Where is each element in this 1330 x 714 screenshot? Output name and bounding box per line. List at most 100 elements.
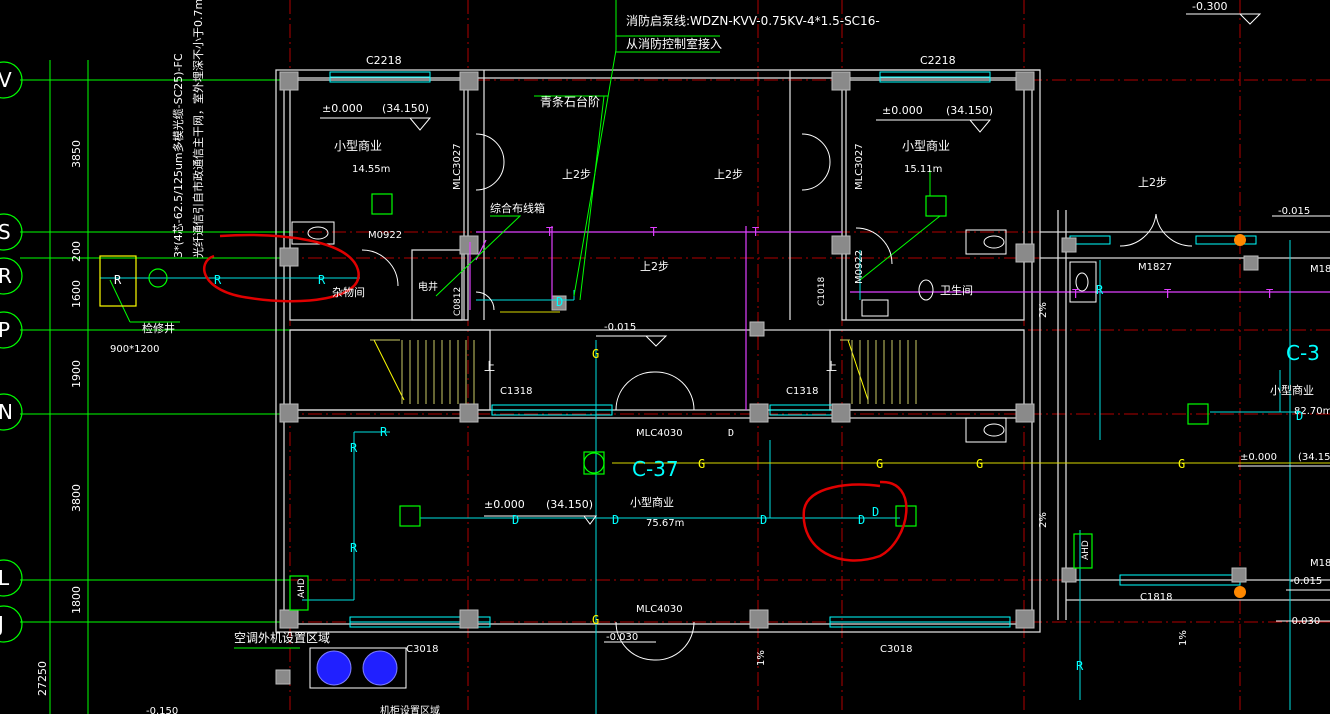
elec-well: 电井: [418, 280, 438, 293]
elev-far-right-abs: (34.15: [1298, 452, 1330, 463]
sym-g-6: G: [592, 613, 599, 627]
mlc4030-top: MLC4030: [636, 428, 683, 439]
toilet: 卫生间: [940, 283, 973, 297]
slope-d: 1%: [1178, 630, 1189, 646]
dim-3800: 3800: [70, 484, 83, 512]
area-far-right: 82.70m: [1294, 406, 1330, 417]
well-size: 900*1200: [110, 344, 160, 355]
elevation-marks: [320, 13, 1330, 643]
dim-200: 200: [70, 241, 83, 262]
sym-t-6: T: [1072, 287, 1079, 301]
c37-right: C-3: [1286, 341, 1320, 365]
columns: [275, 71, 1259, 685]
window-top-right: C2218: [920, 54, 956, 67]
sinks: [291, 221, 1097, 443]
window-top-left: C2218: [366, 54, 402, 67]
door-mlc3027-right: MLC3027: [854, 143, 865, 190]
doors: [361, 133, 1193, 661]
sym-d-6: D: [872, 505, 879, 519]
m1827: M1827: [1138, 262, 1172, 273]
elev-left-abs: (34.150): [382, 102, 429, 115]
storage-room: 杂物间: [332, 285, 365, 299]
red-markups: [203, 233, 908, 562]
device-boxes: [99, 193, 1209, 611]
sym-d-3: D: [612, 513, 619, 527]
sym-r-7: R: [1096, 283, 1104, 297]
room-shop-right: 小型商业: [902, 138, 950, 153]
orange-fixtures: [1234, 234, 1246, 598]
cable-note-1: 消防启泵线:WDZN-KVV-0.75KV-4*1.5-SC16-: [626, 13, 880, 28]
up2-d: 上2步: [1138, 176, 1167, 189]
up2-b: 上2步: [714, 168, 743, 181]
elev-neg030-b: -0.030: [1288, 616, 1320, 627]
dim-3850: 3850: [70, 140, 83, 168]
sym-d-5: D: [858, 513, 865, 527]
elev-top-right: -0.300: [1192, 0, 1227, 13]
sym-r-2: R: [318, 273, 326, 287]
vertical-note-1: 3*(4芯-62.5/125um多模光缆-SC25)-FC: [171, 53, 185, 258]
c1818: C1818: [1140, 592, 1172, 603]
sym-g-1: G: [698, 457, 705, 471]
inspection-well: 检修井: [142, 321, 175, 335]
elev-far-right: ±0.000: [1240, 452, 1277, 463]
sym-g-4: G: [1178, 457, 1185, 471]
m18-clip-bottom: M18: [1310, 558, 1330, 569]
c1318-right: C1318: [786, 386, 818, 397]
dimensions: 3850 200 1600 1900 3800 1800 27250: [36, 140, 83, 696]
slope-a: 2%: [1038, 302, 1049, 318]
area-right: 15.11m: [904, 164, 942, 175]
axis-label-s: S: [0, 220, 11, 244]
door-mlc3027-left: MLC3027: [452, 143, 463, 190]
gas-line: [500, 311, 1330, 464]
sym-d-4: D: [760, 513, 767, 527]
ac-units: [309, 647, 407, 689]
sym-d-2: D: [512, 513, 519, 527]
sym-t-1: T: [650, 225, 657, 239]
elev-right: ±0.000: [882, 104, 923, 117]
mlc4030-bottom: MLC4030: [636, 604, 683, 615]
cable-note-2: 从消防控制室接入: [626, 36, 722, 51]
c0812: C0812: [453, 287, 463, 316]
axis-label-v: V: [0, 68, 12, 92]
sym-r-6: R: [380, 425, 388, 439]
area-center: 75.67m: [646, 518, 684, 529]
room-shop-left: 小型商业: [334, 138, 382, 153]
axis-labels: V S R P N L J: [0, 68, 13, 636]
slope-c: 1%: [756, 650, 767, 666]
up-right: 上: [826, 360, 837, 373]
integrated-box: 综合布线箱: [490, 201, 545, 215]
dim-27250: 27250: [36, 661, 49, 696]
c3018-right: C3018: [880, 644, 912, 655]
sym-d-7: D: [1296, 409, 1303, 423]
ahd-right: AHD: [1081, 540, 1091, 560]
signal-lines: [100, 240, 1300, 714]
sym-r-4: R: [350, 441, 358, 455]
up2-c: 上2步: [640, 260, 669, 273]
dim-1600: 1600: [70, 280, 83, 308]
elev-left: ±0.000: [322, 102, 363, 115]
dim-1900: 1900: [70, 360, 83, 388]
m0922-left: M0922: [368, 230, 402, 241]
elev-center: ±0.000: [484, 498, 525, 511]
windows: [329, 71, 1257, 628]
elev-neg015-b: -0.015: [1278, 206, 1310, 217]
m0922-right: M0922: [854, 250, 865, 284]
axis-label-j: J: [0, 612, 4, 636]
elev-neg015-a: -0.015: [604, 322, 636, 333]
sym-r-5: R: [350, 541, 358, 555]
elev-neg030-a: -0.030: [606, 632, 638, 643]
dimension-chain: [20, 60, 290, 714]
axis-label-r: R: [0, 264, 12, 288]
leader-lines: [109, 0, 941, 649]
up2-a: 上2步: [562, 168, 591, 181]
c1318-left: C1318: [500, 386, 532, 397]
sym-t-5: T: [1266, 287, 1273, 301]
axis-label-l: L: [0, 566, 10, 590]
axis-label-p: P: [0, 318, 10, 342]
vertical-cable-notes: 3*(4芯-62.5/125um多模光缆-SC25)-FC 光纤通信引自市政通信…: [171, 0, 205, 258]
axis-label-n: N: [0, 400, 13, 424]
sym-g-3: G: [976, 457, 983, 471]
ac-area: 空调外机设置区域: [234, 631, 330, 645]
room-shop-far-right: 小型商业: [1270, 383, 1314, 397]
